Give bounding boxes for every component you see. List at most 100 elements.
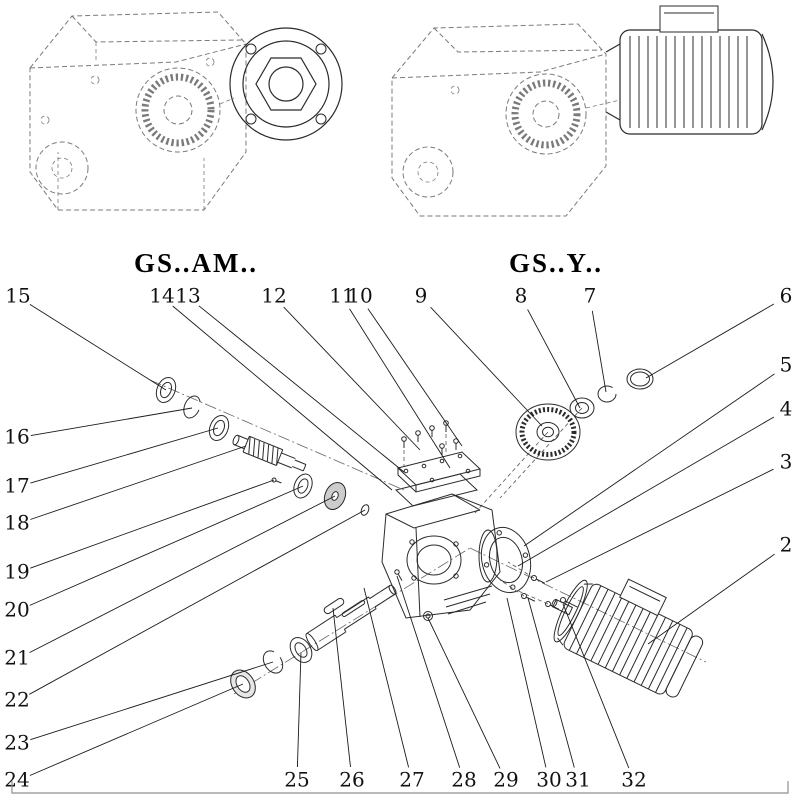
part-number-7: 7: [584, 284, 597, 308]
leader-line-7: [591, 310, 607, 393]
part-number-3: 3: [780, 450, 793, 474]
worm-bearing: [293, 473, 313, 499]
leader-line-17: [30, 427, 219, 484]
part-number-10: 10: [347, 284, 372, 308]
part-number-26: 26: [339, 768, 364, 792]
part-number-13: 13: [175, 284, 200, 308]
flange-bolt-hole: [245, 113, 257, 125]
top-cover: [396, 451, 482, 486]
part-number-30: 30: [536, 768, 561, 792]
part-number-17: 17: [4, 474, 29, 498]
model-label-y: GS..Y..: [509, 248, 603, 278]
leader-line-11: [349, 308, 451, 469]
motor-body-fins: [568, 585, 688, 693]
flange-bolt-hole: [245, 43, 257, 55]
motor-flange-ring: [480, 526, 532, 594]
part-number-20: 20: [4, 598, 29, 622]
motor-y-drawing: [605, 5, 774, 135]
flange-bolt-hole: [315, 113, 327, 125]
part-number-12: 12: [261, 284, 286, 308]
leader-line-3: [545, 468, 774, 583]
leader-line-32: [562, 603, 630, 769]
gear-housing: [381, 493, 501, 619]
housing-motor-flange-face: [478, 529, 498, 583]
part-number-18: 18: [4, 511, 29, 535]
top-cover-assembly: [394, 420, 482, 507]
leader-line-19: [30, 479, 275, 569]
model-label-am: GS..AM..: [134, 248, 258, 278]
worm-shaft: [232, 434, 307, 472]
cover-gasket: [394, 473, 479, 507]
exploded-motor: [551, 578, 704, 698]
part-number-22: 22: [4, 688, 29, 712]
motor-terminal-box: [619, 578, 667, 617]
gearbox-y-drawing: [391, 23, 621, 217]
part-number-24: 24: [4, 768, 29, 792]
stud-bolt: [560, 597, 578, 608]
fan-cowl: [761, 33, 774, 131]
input-circlip: [183, 395, 201, 419]
set-pin: [271, 477, 282, 484]
part-number-28: 28: [451, 768, 476, 792]
leader-line-13: [198, 305, 405, 473]
page-frame: [11, 781, 789, 794]
worm-wheel-gear: [515, 403, 581, 461]
gear-seal-ring: [626, 368, 654, 390]
leader-line-28: [396, 575, 461, 768]
leader-line-14: [172, 305, 393, 491]
leader-line-20: [29, 485, 304, 606]
leader-line-8: [527, 309, 581, 409]
leader-line-30: [506, 597, 547, 768]
flange-bolt-hole: [315, 43, 327, 55]
part-number-32: 32: [621, 768, 646, 792]
part-number-16: 16: [4, 425, 29, 449]
leader-line-10: [367, 308, 463, 447]
leader-line-27: [363, 587, 410, 768]
motor-fan-cowl: [665, 635, 704, 698]
small-oval-washer: [360, 504, 370, 516]
leader-line-29: [427, 617, 501, 769]
gearbox-am-drawing: [29, 11, 247, 211]
leader-line-2: [647, 553, 775, 645]
part-number-6: 6: [780, 284, 793, 308]
leader-line-23: [30, 661, 274, 741]
input-seal-ring: [155, 376, 177, 404]
part-number-9: 9: [415, 284, 428, 308]
leader-line-31: [527, 597, 575, 768]
leader-line-26: [332, 607, 351, 768]
leader-line-16: [30, 407, 193, 437]
flange-screws: [499, 561, 578, 610]
part-number-19: 19: [4, 560, 29, 584]
part-number-25: 25: [284, 768, 309, 792]
motor-shaft: [552, 598, 574, 616]
leader-line-4: [517, 416, 775, 567]
part-number-11: 11: [329, 284, 354, 308]
part-number-5: 5: [780, 353, 793, 377]
leader-line-24: [29, 683, 244, 776]
leader-line-22: [29, 509, 366, 695]
leader-line-21: [29, 495, 336, 654]
worm-wheel-sketch: [141, 73, 215, 147]
part-number-8: 8: [515, 284, 528, 308]
gear-bearing: [569, 397, 595, 419]
output-shaft: [305, 584, 397, 652]
parallel-key: [323, 597, 345, 615]
part-number-15: 15: [5, 284, 30, 308]
output-shaft-axis: [233, 547, 471, 695]
leader-line-25: [296, 651, 302, 768]
housing-fins: [443, 585, 493, 615]
part-number-2: 2: [780, 533, 793, 557]
terminal-box: [659, 5, 719, 33]
part-number-23: 23: [4, 731, 29, 755]
worm-wheel-sketch: [511, 79, 581, 149]
leader-line-9: [430, 306, 543, 427]
gear-circlip: [597, 385, 617, 403]
leader-line-6: [645, 303, 775, 379]
worm-thread: [248, 437, 279, 466]
input-bearing: [208, 414, 230, 442]
leader-line-12: [283, 306, 421, 451]
shaft-keyway: [341, 600, 366, 618]
